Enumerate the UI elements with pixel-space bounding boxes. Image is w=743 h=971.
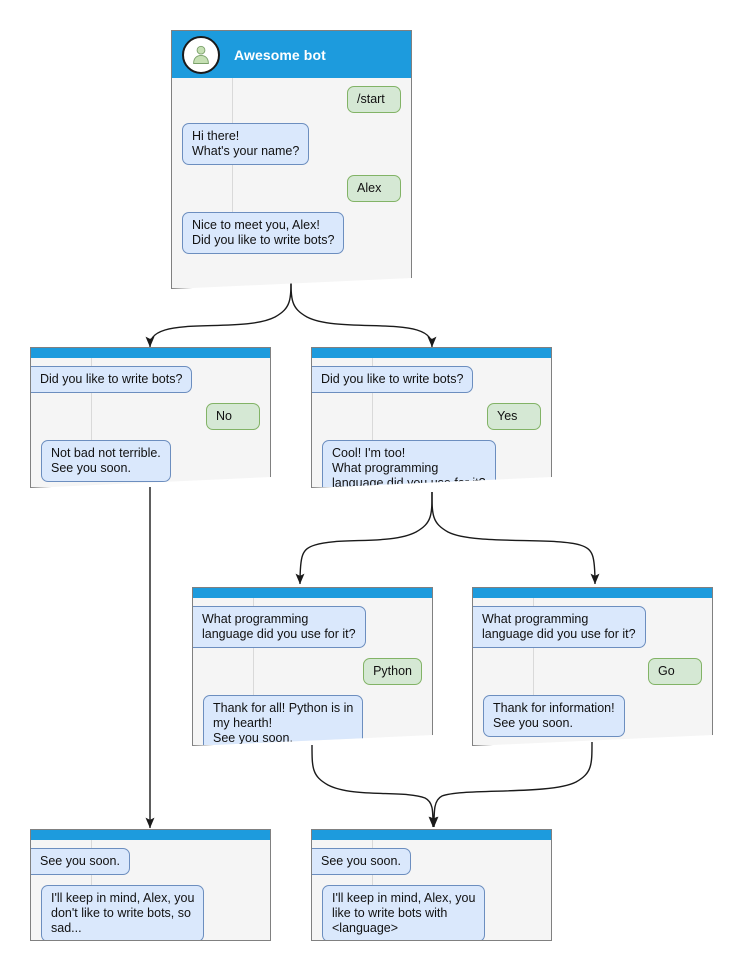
message-row: Did you like to write bots? <box>312 366 551 393</box>
node-end-no-body: See you soon. I'll keep in mind, Alex, y… <box>31 840 270 940</box>
bot-message-bubble: I'll keep in mind, Alex, you like to wri… <box>322 885 486 940</box>
node-yes-branch[interactable]: Did you like to write bots? Yes Cool! I'… <box>311 347 552 488</box>
message-row: Thank for all! Python is in my hearth! S… <box>193 695 432 746</box>
user-message-bubble: Alex <box>347 175 401 202</box>
user-message-bubble: Go <box>648 658 702 685</box>
node-root[interactable]: Awesome bot /start Hi there! What's your… <box>171 30 412 289</box>
message-row: Did you like to write bots? <box>31 366 270 393</box>
bot-message-bubble: See you soon. <box>31 848 130 875</box>
bot-message-bubble: See you soon. <box>312 848 411 875</box>
body-rule <box>372 358 373 488</box>
bot-message-bubble: Hi there! What's your name? <box>182 123 309 165</box>
message-row: What programming language did you use fo… <box>473 606 712 648</box>
message-row: Python <box>193 658 432 685</box>
bot-message-bubble: Cool! I'm too! What programming language… <box>322 440 496 488</box>
user-message-bubble: No <box>206 403 260 430</box>
bot-message-bubble: Not bad not terrible. See you soon. <box>41 440 171 482</box>
node-python-branch[interactable]: What programming language did you use fo… <box>192 587 433 746</box>
bot-message-bubble: Thank for information! See you soon. <box>483 695 625 737</box>
message-row: Hi there! What's your name? <box>172 123 411 165</box>
node-header-bar <box>31 830 270 840</box>
user-message-bubble: Yes <box>487 403 541 430</box>
message-row: Go <box>473 658 712 685</box>
message-row: Not bad not terrible. See you soon. <box>31 440 270 482</box>
user-message-bubble: /start <box>347 86 401 113</box>
bot-title: Awesome bot <box>234 46 326 63</box>
bot-message-bubble: Did you like to write bots? <box>30 366 192 393</box>
node-end-no[interactable]: See you soon. I'll keep in mind, Alex, y… <box>30 829 271 941</box>
node-header-bar <box>473 588 712 598</box>
message-row: Cool! I'm too! What programming language… <box>312 440 551 488</box>
message-row: Yes <box>312 403 551 430</box>
body-rule <box>232 78 233 254</box>
user-message-bubble: Python <box>363 658 422 685</box>
node-python-branch-body: What programming language did you use fo… <box>193 598 432 746</box>
bot-message-bubble: I'll keep in mind, Alex, you don't like … <box>41 885 205 940</box>
person-avatar-icon <box>182 36 220 74</box>
bot-message-bubble: Thank for all! Python is in my hearth! S… <box>203 695 363 746</box>
edge-yes-to-python <box>295 491 433 585</box>
message-row: Nice to meet you, Alex! Did you like to … <box>172 212 411 254</box>
message-row: See you soon. <box>31 848 270 875</box>
message-row: I'll keep in mind, Alex, you don't like … <box>31 885 270 940</box>
node-root-body: /start Hi there! What's your name? Alex … <box>172 78 411 254</box>
node-root-header: Awesome bot <box>172 31 411 78</box>
node-go-branch-body: What programming language did you use fo… <box>473 598 712 737</box>
node-header-bar <box>31 348 270 358</box>
node-go-branch[interactable]: What programming language did you use fo… <box>472 587 713 746</box>
edge-yes-to-go <box>431 491 600 585</box>
bot-message-bubble: What programming language did you use fo… <box>472 606 646 648</box>
message-row: Alex <box>172 175 411 202</box>
message-row: No <box>31 403 270 430</box>
message-row: Thank for information! See you soon. <box>473 695 712 737</box>
bot-message-bubble: Nice to meet you, Alex! Did you like to … <box>182 212 344 254</box>
node-no-branch[interactable]: Did you like to write bots? No Not bad n… <box>30 347 271 488</box>
node-yes-branch-body: Did you like to write bots? Yes Cool! I'… <box>312 358 551 488</box>
node-header-bar <box>312 348 551 358</box>
message-row: See you soon. <box>312 848 551 875</box>
edge-python-to-end-yes <box>311 744 438 828</box>
message-row: /start <box>172 86 411 113</box>
node-end-yes-body: See you soon. I'll keep in mind, Alex, y… <box>312 840 551 940</box>
body-rule <box>253 598 254 746</box>
node-no-branch-body: Did you like to write bots? No Not bad n… <box>31 358 270 482</box>
body-rule <box>533 598 534 737</box>
body-rule <box>91 358 92 482</box>
message-row: I'll keep in mind, Alex, you like to wri… <box>312 885 551 940</box>
edge-root-to-yes <box>290 276 437 348</box>
node-header-bar <box>193 588 432 598</box>
node-end-yes[interactable]: See you soon. I'll keep in mind, Alex, y… <box>311 829 552 941</box>
node-header-bar <box>312 830 551 840</box>
edge-go-to-end-yes <box>429 741 593 828</box>
bot-message-bubble: Did you like to write bots? <box>311 366 473 393</box>
bot-message-bubble: What programming language did you use fo… <box>192 606 366 648</box>
message-row: What programming language did you use fo… <box>193 606 432 648</box>
